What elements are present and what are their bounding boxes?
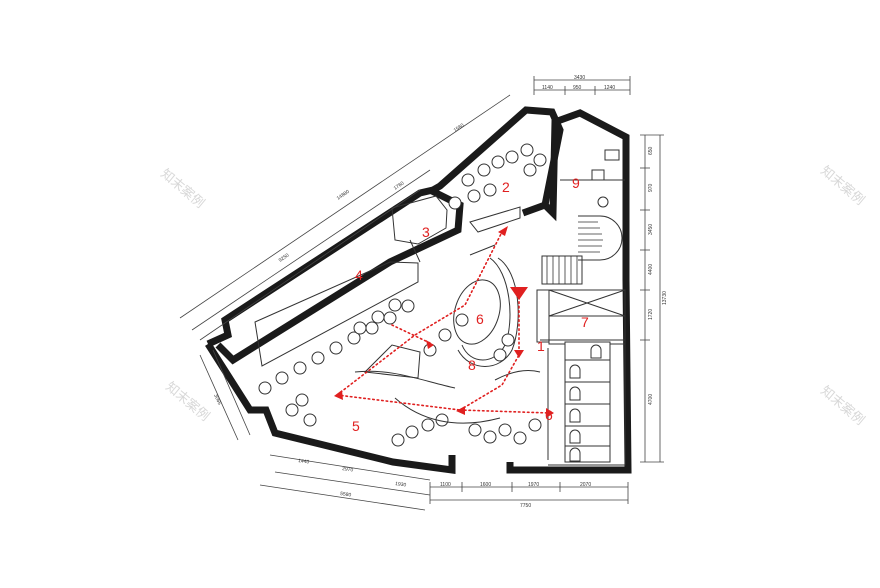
chair xyxy=(455,313,469,327)
chair xyxy=(461,173,475,187)
dim-bottom-c: 1970 xyxy=(528,482,539,488)
dim-right-d: 4400 xyxy=(648,264,654,275)
dim-left-d: 1930 xyxy=(395,481,407,489)
chair xyxy=(483,430,497,444)
zone-label-6-bar: 6 xyxy=(476,311,484,327)
zone-label-7: 7 xyxy=(581,314,589,330)
chairs xyxy=(258,143,547,447)
chair xyxy=(388,298,402,312)
dim-diag-a: 1560 xyxy=(453,122,466,133)
booth-seating xyxy=(564,341,611,463)
dim-left-c: 2970 xyxy=(342,466,354,474)
dim-right-b: 970 xyxy=(648,183,654,192)
chair xyxy=(303,413,317,427)
chair xyxy=(468,423,482,437)
chair xyxy=(311,351,325,365)
chair xyxy=(405,425,419,439)
chair xyxy=(523,163,537,177)
misc-furniture xyxy=(354,206,541,424)
chair xyxy=(347,331,361,345)
zone-label-9: 9 xyxy=(572,175,580,191)
chair xyxy=(448,196,462,210)
chair xyxy=(391,433,405,447)
dim-top-total: 3430 xyxy=(574,75,585,81)
dim-diag-d: 14880 xyxy=(336,189,351,202)
dim-bottom-a: 1100 xyxy=(440,482,451,488)
chair xyxy=(477,163,491,177)
dim-diag-c: 9250 xyxy=(278,252,291,263)
zone-label-1: 1 xyxy=(537,338,545,354)
chair xyxy=(365,321,379,335)
stairs xyxy=(541,215,623,285)
dim-right-e: 1720 xyxy=(648,309,654,320)
zone-label-3: 3 xyxy=(422,224,430,240)
chair xyxy=(329,341,343,355)
dim-top-a: 1140 xyxy=(542,85,553,91)
chair xyxy=(483,183,497,197)
zone-labels: 1 2 3 4 5 6 6 7 8 9 xyxy=(352,175,589,434)
circulation-routes xyxy=(334,226,554,418)
chair xyxy=(371,310,385,324)
watermark-bottom-left: 知末案例 xyxy=(162,379,212,425)
zone-label-2: 2 xyxy=(502,179,510,195)
watermark-bottom-right: 知末案例 xyxy=(817,383,867,429)
zone-label-5: 5 xyxy=(352,418,360,434)
dim-left-a: 5580 xyxy=(340,491,352,499)
dim-bottom-d: 2070 xyxy=(580,482,591,488)
chair xyxy=(498,423,512,437)
booth-chair xyxy=(569,364,581,379)
dim-right-total: 13730 xyxy=(662,291,668,305)
chair xyxy=(493,348,507,362)
chair xyxy=(513,431,527,445)
chair xyxy=(258,381,272,395)
dim-right-f: 4700 xyxy=(648,394,654,405)
room-outlines xyxy=(254,195,626,466)
chair xyxy=(467,189,481,203)
dim-right-c: 3450 xyxy=(648,224,654,235)
zone-label-6-east: 6 xyxy=(545,407,553,423)
chair xyxy=(438,328,452,342)
zone-label-8: 8 xyxy=(468,357,476,373)
dim-top-c: 1240 xyxy=(604,85,615,91)
chair xyxy=(501,333,515,347)
watermark-top-right: 知末案例 xyxy=(817,163,867,209)
dim-bottom-b: 1600 xyxy=(480,482,491,488)
dim-diag-b: 1760 xyxy=(393,180,406,191)
booth-chair xyxy=(590,344,602,359)
chair xyxy=(383,311,397,325)
restroom-fixtures xyxy=(560,149,625,208)
dim-diag-e: 3065 xyxy=(212,393,222,406)
chair xyxy=(520,143,534,157)
dim-left-b: 1440 xyxy=(298,458,310,466)
chair xyxy=(505,150,519,164)
chair xyxy=(295,393,309,407)
chair xyxy=(491,155,505,169)
chair xyxy=(421,418,435,432)
chair xyxy=(401,299,415,313)
booth-chair xyxy=(569,429,581,444)
booth-chair xyxy=(569,447,581,462)
dimension-lines: 3430 1140 950 1240 650 970 3450 4400 172… xyxy=(179,75,668,511)
dim-bottom-total: 7750 xyxy=(520,503,531,509)
zone-label-4: 4 xyxy=(355,267,363,283)
booth-chair xyxy=(569,386,581,401)
chair xyxy=(533,153,547,167)
chair xyxy=(275,371,289,385)
chair xyxy=(285,403,299,417)
chair xyxy=(353,321,367,335)
dim-right-a: 650 xyxy=(648,146,654,155)
dim-top-b: 950 xyxy=(573,85,582,91)
watermark-top-left: 知末案例 xyxy=(157,166,207,212)
chair xyxy=(293,361,307,375)
booth-chair xyxy=(569,408,581,423)
chair xyxy=(528,418,542,432)
